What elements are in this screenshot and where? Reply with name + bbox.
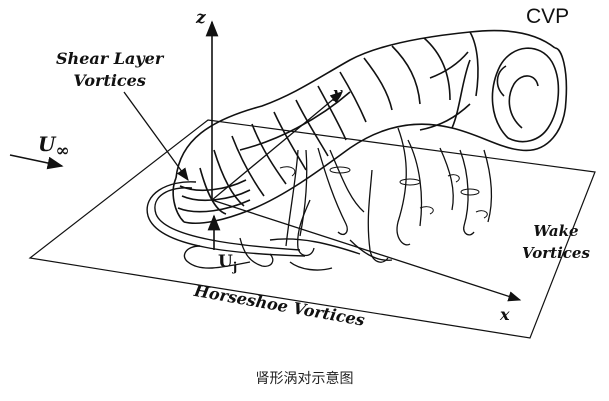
u-inf-label: U∞	[38, 132, 70, 161]
wake-line2: Vortices	[522, 244, 590, 262]
y-axis	[211, 91, 343, 201]
u-inf-subscript: ∞	[55, 141, 70, 161]
wake-vortices-label: Wake Vortices	[522, 220, 590, 264]
plate-outline	[28, 119, 596, 339]
axis-x-label: x	[500, 305, 510, 324]
shear-layer-line2: Vortices	[73, 71, 146, 90]
shear-layer-label: Shear Layer Vortices	[56, 48, 163, 92]
figure-caption: 肾形涡对示意图	[255, 371, 354, 387]
uj-subscript: j	[232, 260, 238, 274]
shear-layer-pointer	[123, 91, 189, 182]
uj-base: U	[218, 252, 233, 272]
u-inf-arrow	[9, 154, 64, 170]
shear-layer-line1: Shear Layer	[56, 49, 164, 68]
axis-y-label: y	[333, 84, 342, 102]
wake-vortices	[239, 127, 493, 267]
horseshoe-vortex	[146, 181, 361, 271]
surface-swirls	[279, 166, 488, 219]
uj-label: Uj	[218, 252, 237, 274]
x-axis	[211, 199, 522, 302]
cvp-label: CVP	[526, 5, 570, 28]
u-inf-base: U	[38, 132, 56, 156]
wake-line1: Wake	[533, 222, 579, 240]
axis-z-label: z	[196, 8, 206, 28]
cvp-tube	[172, 29, 568, 225]
